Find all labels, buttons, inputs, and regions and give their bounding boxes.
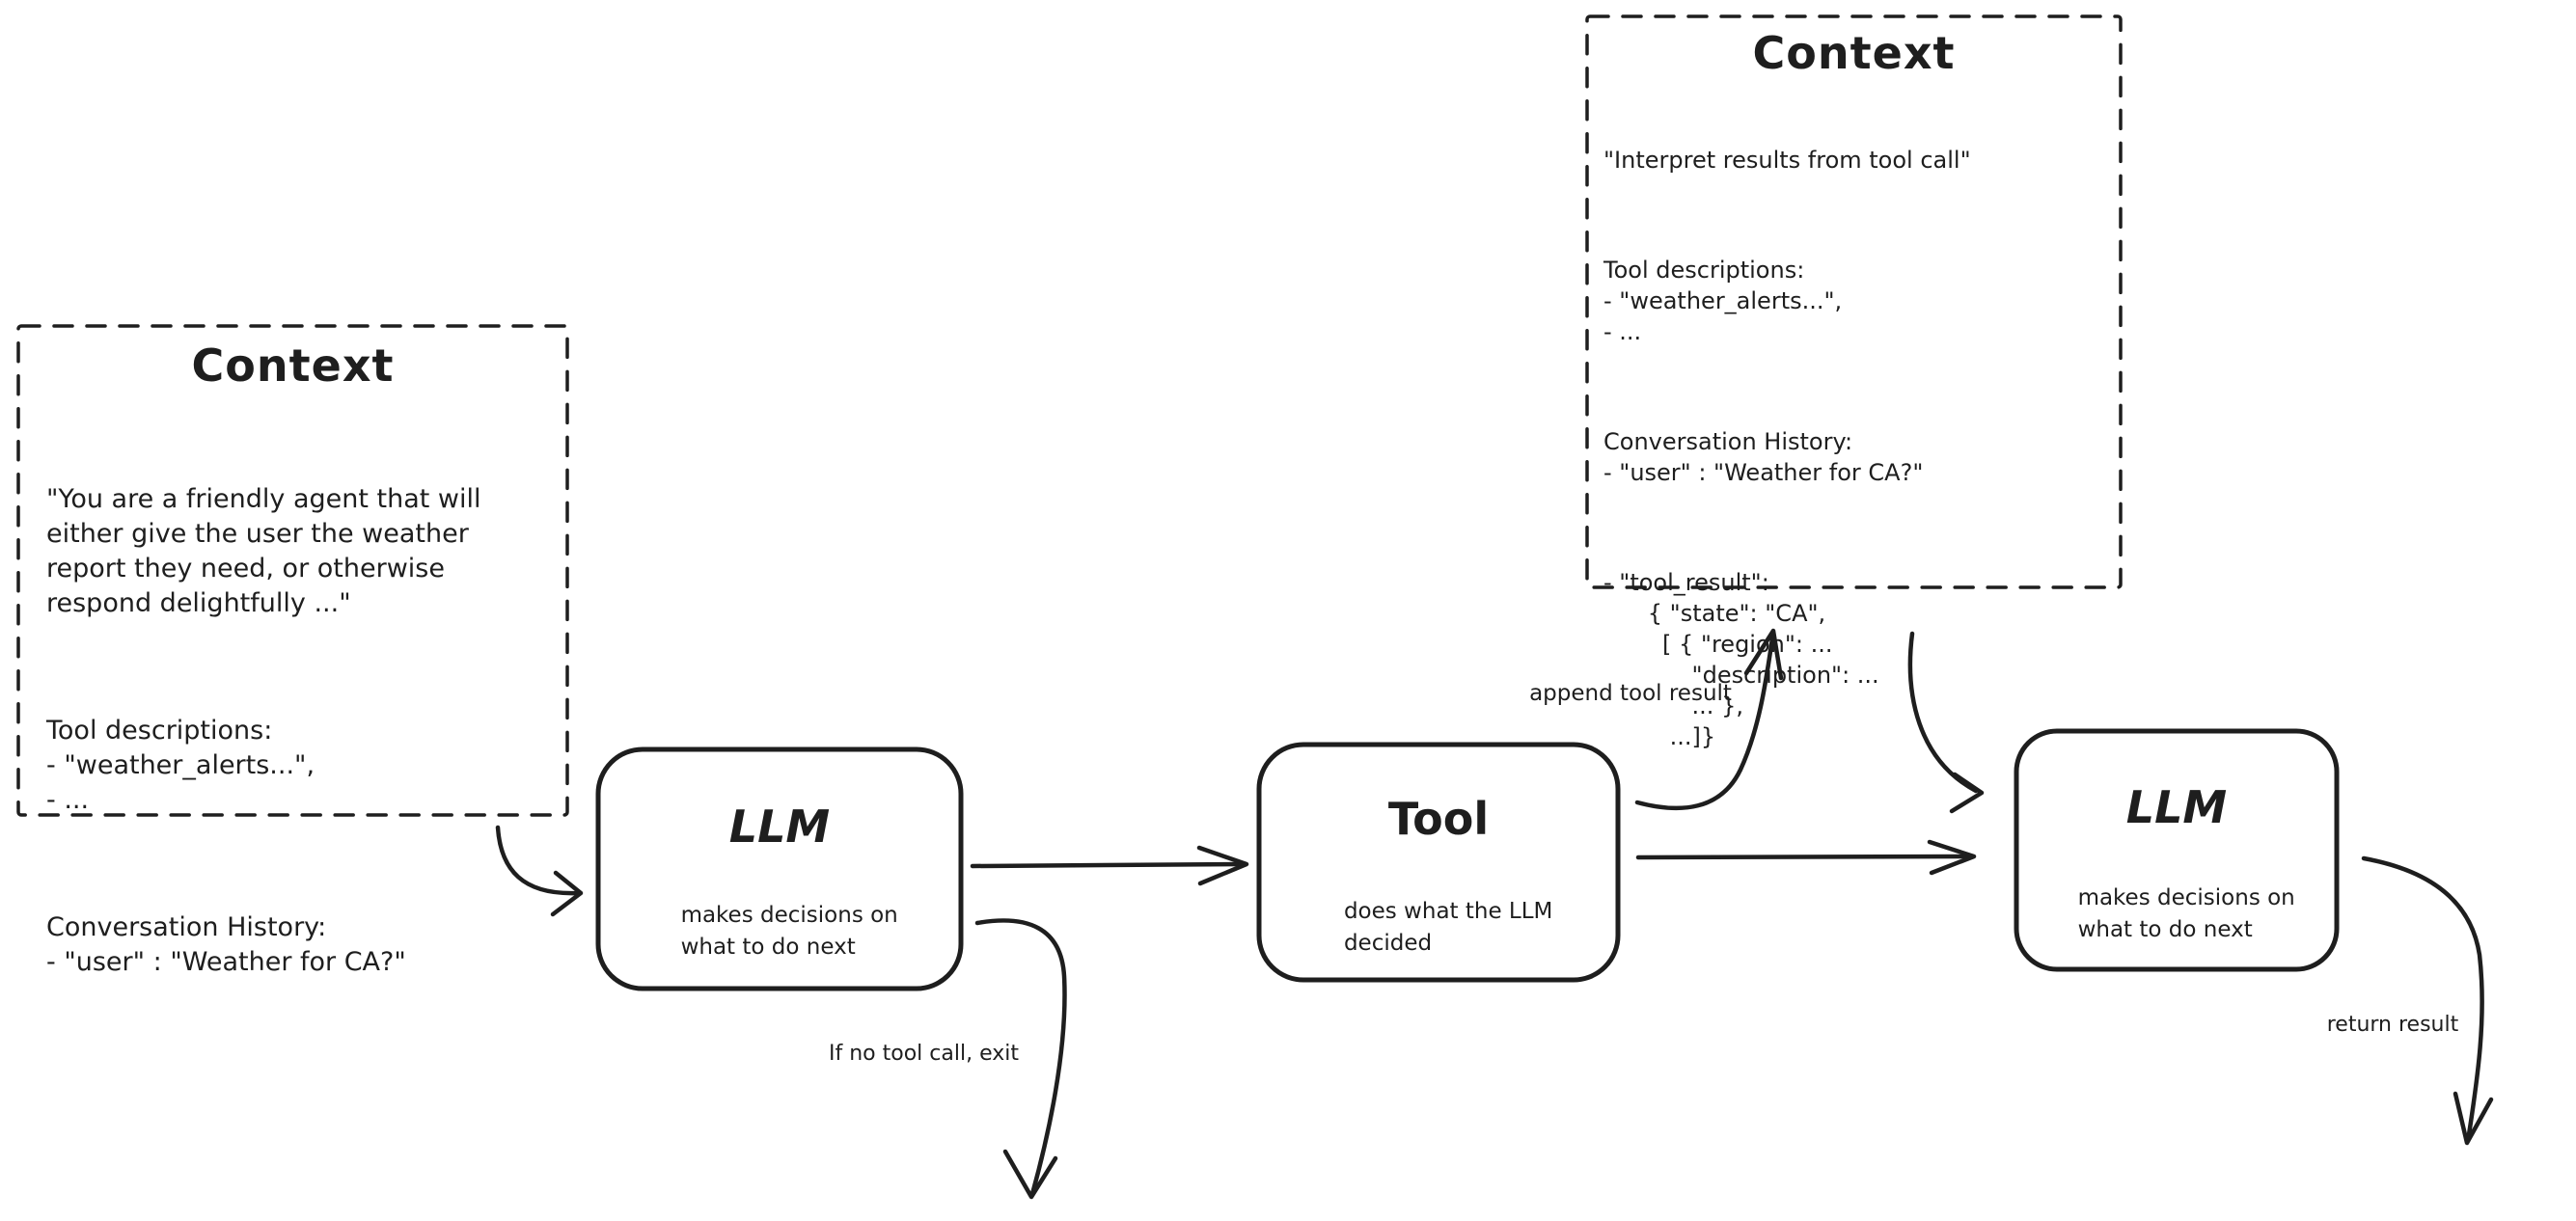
llm-first-node-subtitle: makes decisions on what to do next [598, 882, 961, 982]
arrow-llm-first-exit-down [974, 918, 1067, 1197]
arrow-llm-first-exit-down-head [1002, 1149, 1058, 1200]
tool-descriptions-heading: Tool descriptions: [1603, 257, 1805, 284]
context-left-body: "You are a friendly agent that will eith… [46, 413, 548, 1049]
tool-descriptions-list: - "weather_alerts...", - ... [46, 750, 315, 815]
llm-second-node-box [2014, 728, 2340, 972]
context-top-border [1585, 14, 2123, 589]
arrow-tool-to-llm-second-head [1927, 839, 1977, 876]
arrow-context-left-to-llm-first-head [550, 870, 584, 917]
arrow-llm-first-to-tool [970, 861, 1246, 869]
conversation-history-heading: Conversation History: [46, 912, 327, 942]
conversation-history-list: - "user" : "Weather for CA?" [46, 947, 406, 977]
tool-node-box [1256, 742, 1621, 983]
conversation-history-section: Conversation History: - "user" : "Weather… [1603, 426, 2110, 488]
context-left-border [16, 324, 569, 817]
llm-first-node-subtitle-text: makes decisions on what to do next [680, 903, 898, 960]
conversation-history-heading: Conversation History: [1603, 428, 1853, 455]
tool-node-title: Tool [1387, 793, 1490, 845]
arrow-context-top-to-llm-second-head [1949, 772, 1985, 814]
arrow-context-left-to-llm-first [495, 825, 580, 896]
context-top-title: Context [1752, 27, 1956, 79]
edge-label-return-result: return result [2326, 1013, 2459, 1037]
tool-descriptions-heading: Tool descriptions: [46, 716, 273, 746]
llm-second-node-subtitle-text: makes decisions on what to do next [2077, 885, 2295, 942]
interpret-instruction-text: "Interpret results from tool call" [1603, 147, 1971, 174]
system-prompt-text: "You are a friendly agent that will eith… [46, 484, 481, 618]
arrow-llm-second-return-down-head [2453, 1091, 2494, 1146]
tool-node-subtitle: does what the LLM decided [1259, 878, 1618, 978]
arrow-llm-first-to-tool-head [1196, 845, 1249, 886]
llm-second-node-title: LLM [2125, 781, 2228, 833]
tool-descriptions-list: - "weather_alerts...", - ... [1603, 287, 1843, 345]
llm-first-node-title: LLM [728, 800, 831, 853]
edge-label-append-tool-result: append tool result [1529, 681, 1732, 706]
edge-label-if-no-tool-call-exit: If no tool call, exit [829, 1042, 1019, 1066]
llm-second-node-subtitle: makes decisions on what to do next [2016, 864, 2337, 964]
arrow-llm-second-return-down [2361, 855, 2484, 1144]
conversation-history-section: Conversation History: - "user" : "Weather… [46, 910, 548, 980]
arrow-tool-to-context-top [1634, 636, 1775, 811]
tool-descriptions-section: Tool descriptions: - "weather_alerts...",… [46, 714, 548, 818]
context-top-body: "Interpret results from tool call" Tool … [1603, 83, 2110, 814]
tool-descriptions-section: Tool descriptions: - "weather_alerts...",… [1603, 255, 2110, 347]
tool-node-subtitle-text: does what the LLM decided [1343, 899, 1553, 956]
llm-first-node-box [595, 746, 964, 991]
arrow-tool-to-context-top-head [1743, 628, 1784, 681]
conversation-history-list: - "user" : "Weather for CA?" [1603, 459, 1924, 486]
tool-result-block: - "tool_result": { "state": "CA", [ { "r… [1603, 569, 1879, 750]
arrow-tool-to-llm-second [1635, 854, 1973, 860]
context-left-title: Context [191, 339, 395, 392]
